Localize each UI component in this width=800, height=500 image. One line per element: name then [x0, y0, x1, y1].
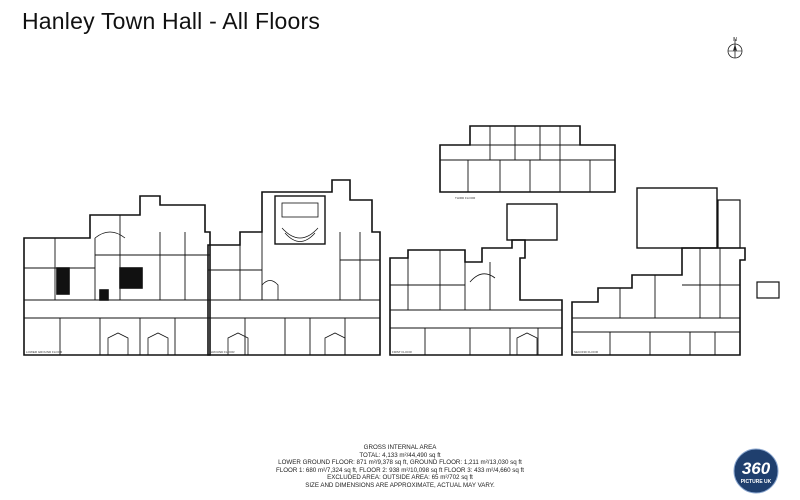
logo-number: 360 — [742, 459, 771, 478]
area-summary: GROSS INTERNAL AREA TOTAL: 4,133 m²/44,4… — [0, 444, 800, 490]
floor-label: FIRST FLOOR — [392, 350, 413, 354]
area-line-3: EXCLUDED AREA: OUTSIDE AREA: 65 m²/702 s… — [327, 474, 473, 482]
compass-icon: N — [727, 37, 743, 59]
floor-label: SECOND FLOOR — [574, 350, 599, 354]
picture-360-logo: 360 PICTURE UK — [733, 448, 779, 494]
page-title: Hanley Town Hall - All Floors — [22, 8, 321, 34]
floor-plan-third: THIRD FLOOR — [439, 125, 616, 200]
floor-label: GROUND FLOOR — [210, 350, 235, 354]
logo-text: PICTURE UK — [741, 479, 772, 485]
area-total: TOTAL: 4,133 m²/44,490 sq ft — [359, 451, 441, 459]
area-line-2: FLOOR 1: 680 m²/7,324 sq ft, FLOOR 2: 93… — [276, 466, 524, 474]
floor-label: LOWER GROUND FLOOR — [26, 350, 63, 354]
area-line-4: SIZE AND DIMENSIONS ARE APPROXIMATE, ACT… — [305, 481, 495, 489]
area-line-1: LOWER GROUND FLOOR: 871 m²/9,378 sq ft, … — [278, 459, 522, 467]
compass-letter: N — [733, 37, 737, 43]
floor-plan-second: SECOND FLOOR — [571, 187, 780, 356]
floor-plan-lower-ground: LOWER GROUND FLOOR — [23, 195, 211, 356]
area-heading: GROSS INTERNAL AREA — [363, 444, 437, 451]
floor-plan-first: FIRST FLOOR — [389, 203, 563, 356]
floor-plan-ground: GROUND FLOOR — [207, 179, 381, 356]
floor-label: THIRD FLOOR — [455, 196, 476, 200]
